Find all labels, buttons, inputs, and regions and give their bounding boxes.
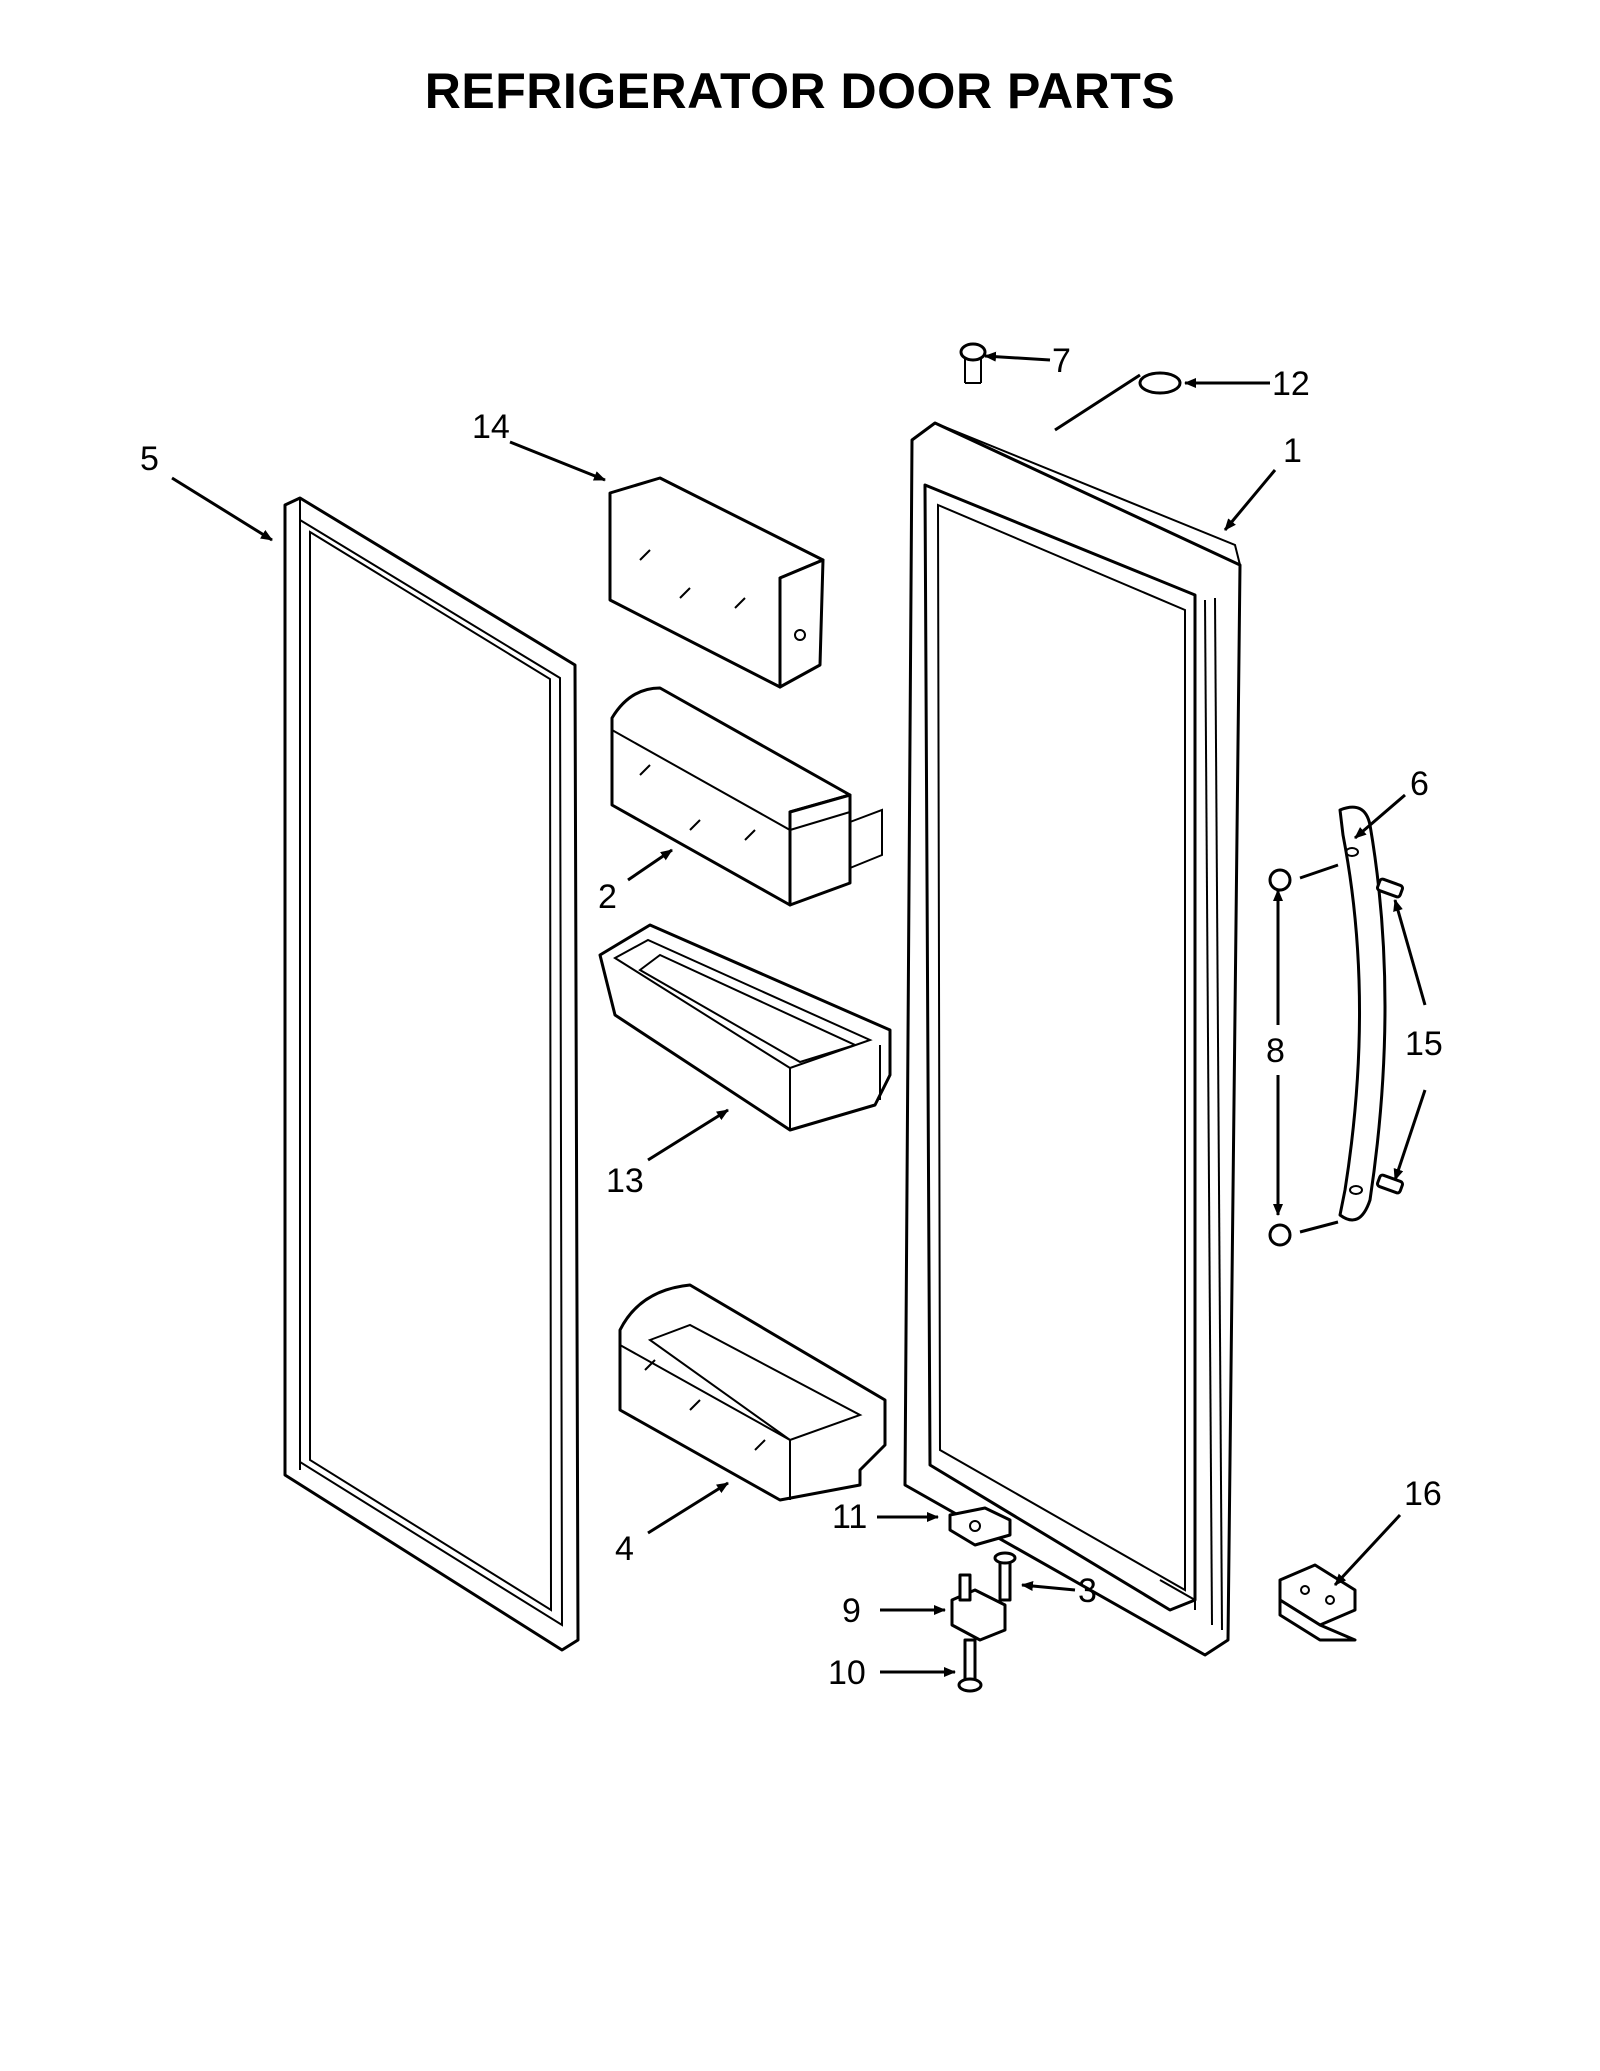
- callout-labels: 1 2 3 4 5 6 7 8 9 10 11 12 13 14 15 16: [140, 342, 1443, 1692]
- door-handle-part: [1338, 805, 1387, 1222]
- hinge-plate-part: [948, 1506, 1012, 1547]
- leader-lines: [171, 351, 1427, 1677]
- callout-6: 6: [1410, 765, 1429, 803]
- page-title: REFRIGERATOR DOOR PARTS: [424, 63, 1176, 119]
- handle-screw-top-part: [1376, 877, 1404, 899]
- door-bin-tray-part: [598, 923, 892, 1132]
- callout-15: 15: [1405, 1025, 1443, 1063]
- callout-9: 9: [842, 1592, 861, 1630]
- callout-13: 13: [606, 1162, 644, 1200]
- callout-12: 12: [1272, 365, 1310, 403]
- callout-5: 5: [140, 440, 159, 478]
- callout-7: 7: [1052, 342, 1071, 380]
- shelf-cover-part: [608, 476, 825, 689]
- callout-11: 11: [832, 1498, 867, 1536]
- callout-16: 16: [1404, 1475, 1442, 1513]
- door-bin-part: [610, 686, 883, 907]
- handle-screw-bottom-part: [1376, 1173, 1404, 1195]
- callout-3: 3: [1078, 1572, 1097, 1610]
- large-door-bin-part: [618, 1283, 887, 1502]
- hinge-bushing-part: [959, 342, 987, 384]
- handle-nut-top-part: [1268, 868, 1292, 892]
- callout-8: 8: [1266, 1032, 1285, 1070]
- callout-4: 4: [615, 1530, 634, 1568]
- hinge-bracket-part: [950, 1573, 1007, 1642]
- door-gasket-part: [283, 496, 580, 1652]
- handle-nut-bottom-part: [1268, 1223, 1292, 1247]
- bracket-screw-part: [957, 1638, 983, 1693]
- callout-10: 10: [828, 1654, 866, 1692]
- hinge-screw-part: [993, 1551, 1017, 1602]
- callout-1: 1: [1283, 432, 1302, 470]
- door-assembly-part: [903, 421, 1242, 1657]
- ring-seal-part: [1138, 371, 1182, 395]
- callout-14: 14: [472, 408, 510, 446]
- callout-2: 2: [598, 878, 617, 916]
